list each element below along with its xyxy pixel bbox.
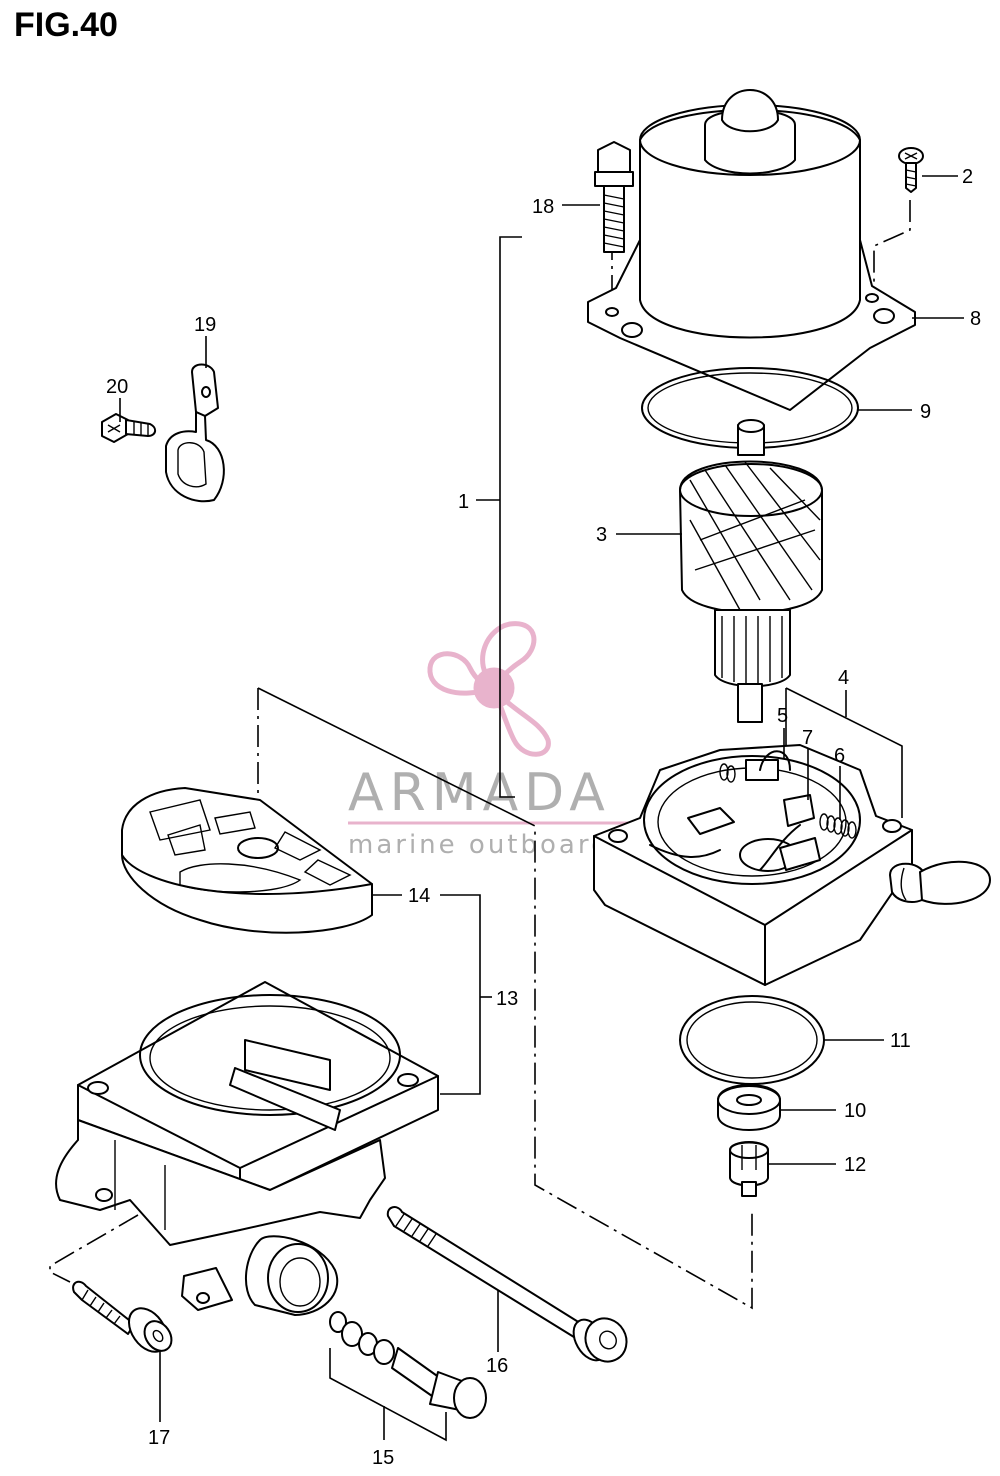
washer-part (717, 1084, 781, 1131)
callout-2: 2 (962, 166, 973, 188)
leader-lines (119, 175, 964, 1422)
figure-title: FIG.40 (14, 6, 118, 44)
armature-part (679, 419, 823, 723)
watermark-tagline: marine outboards (348, 830, 627, 860)
callout-19: 19 (194, 314, 216, 336)
watermark: ARMADA marine outboards (348, 621, 648, 860)
callout-5: 5 (777, 705, 788, 727)
o-ring-part-11 (679, 995, 825, 1085)
gasket-part (121, 787, 373, 934)
watermark-brand: ARMADA (348, 763, 611, 823)
callout-17: 17 (148, 1427, 170, 1449)
bolt-part (594, 141, 634, 253)
screw-part (898, 147, 924, 193)
callout-14: 14 (408, 885, 430, 907)
callout-20: 20 (106, 376, 128, 398)
motor-housing-part (587, 89, 916, 411)
callout-12: 12 (844, 1154, 866, 1176)
callout-3: 3 (596, 524, 607, 546)
valve-assembly-part (329, 1311, 487, 1419)
callout-9: 9 (920, 401, 931, 423)
callout-16: 16 (486, 1355, 508, 1377)
long-bolt-part (386, 1206, 628, 1363)
callout-18: 18 (532, 196, 554, 218)
clamp-part (165, 363, 225, 503)
gear-housing-part (55, 981, 439, 1316)
callout-13: 13 (496, 988, 518, 1010)
callout-1: 1 (458, 491, 469, 513)
coupler-part (729, 1141, 769, 1197)
callout-6: 6 (834, 745, 845, 767)
screw-part-20 (101, 413, 156, 443)
callout-4: 4 (838, 667, 849, 689)
brush-holder-part (593, 744, 991, 986)
callout-15: 15 (372, 1447, 394, 1469)
callout-10: 10 (844, 1100, 866, 1122)
callout-8: 8 (970, 308, 981, 330)
bolt-part-17 (72, 1280, 173, 1353)
propeller-icon (427, 621, 551, 757)
callout-7: 7 (802, 727, 813, 749)
callout-labels: 1 2 3 4 5 6 7 8 9 10 11 12 13 14 15 16 1… (106, 166, 981, 1469)
callout-11: 11 (890, 1030, 911, 1052)
